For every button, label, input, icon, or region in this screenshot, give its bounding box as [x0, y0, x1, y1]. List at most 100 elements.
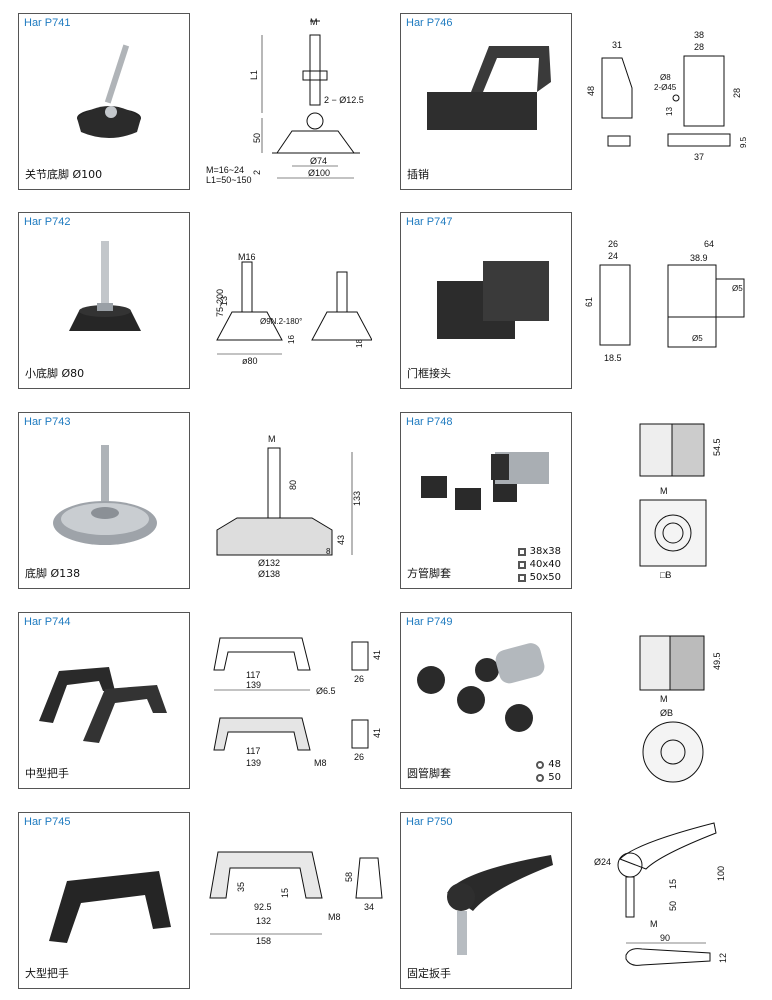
- dim-133: 133: [352, 491, 362, 506]
- dimension-drawing-p748: 54.5 M □B: [639, 423, 722, 580]
- product-name: 大型把手: [25, 967, 69, 980]
- dim-m: M: [650, 919, 658, 929]
- product-name: 插销: [407, 168, 429, 181]
- dim-15: 15: [280, 888, 290, 898]
- dim-d65: Ø6.5: [316, 686, 336, 696]
- dim-26a: 26: [354, 674, 364, 684]
- product-card-p743: Har P743 底脚 Ø138: [18, 412, 190, 589]
- dim-d100: Ø100: [308, 168, 330, 178]
- dim-15: 15: [668, 879, 678, 889]
- dim-26: 26: [608, 239, 618, 249]
- dim-139a: 139: [246, 680, 261, 690]
- size-option: 48: [536, 758, 561, 771]
- product-name: 中型把手: [25, 767, 69, 780]
- dim-2: 2: [252, 170, 262, 175]
- dim-d138: Ø138: [258, 569, 280, 579]
- product-code: Har P741: [24, 17, 71, 29]
- dim-12: 12: [718, 953, 728, 963]
- dim-58: 58: [344, 872, 354, 882]
- dim-m: M: [660, 486, 668, 496]
- note-m: M=16~24: [206, 165, 244, 175]
- dim-13: 13: [219, 296, 229, 306]
- product-photo: [49, 871, 171, 943]
- dim-545: 54.5: [712, 438, 722, 456]
- dim-35: 35: [236, 882, 246, 892]
- product-card-p741: Har P741 关节底脚 Ø100: [18, 13, 190, 190]
- dim-sq: □B: [660, 570, 671, 580]
- dim-m: M: [310, 17, 318, 27]
- dim-158: 158: [256, 936, 271, 946]
- dim-34: 34: [364, 902, 374, 912]
- dim-132: 132: [256, 916, 271, 926]
- dimension-drawing-p745: 35 15 92.5 132 158 M8 58 34: [209, 851, 383, 946]
- dim-185: 18.5: [604, 353, 622, 363]
- dimension-drawing-p741: M L1 2 − Ø12.5 50 2 Ø74 Ø100 M=16~24 L1=…: [206, 17, 364, 185]
- dim-d8: Ø8: [660, 73, 671, 82]
- dimension-drawing-p749: 49.5 M ØB: [639, 635, 722, 783]
- dim-d9: Ø9N.2-180°: [260, 317, 302, 326]
- dim-41a: 41: [372, 650, 382, 660]
- dim-28v: 28: [732, 88, 742, 98]
- product-code: Har P747: [406, 216, 453, 228]
- product-code: Har P749: [406, 616, 453, 628]
- dim-8: 8: [326, 547, 331, 556]
- dim-41b: 41: [372, 728, 382, 738]
- dimension-drawing-p743: M 80 133 43 8 Ø132 Ø138: [216, 434, 362, 579]
- dim-m8: M8: [314, 758, 327, 768]
- dim-d5b: Ø5: [692, 334, 703, 343]
- dimension-drawing-p744: 117 139 Ø6.5 41 26 117 139 M8 41 26: [213, 637, 382, 768]
- dim-80: 80: [288, 480, 298, 490]
- product-card-p750: Har P750 固定扳手: [400, 812, 572, 989]
- product-card-p747: Har P747 门框接头: [400, 212, 572, 389]
- product-code: Har P745: [24, 816, 71, 828]
- product-photo: [77, 44, 141, 138]
- product-code: Har P744: [24, 616, 71, 628]
- dim-38: 38: [694, 30, 704, 40]
- dim-m: M: [660, 694, 668, 704]
- size-option: 38x38: [517, 545, 561, 558]
- square-icon: [517, 547, 526, 556]
- dim-64: 64: [704, 239, 714, 249]
- dim-28: 28: [694, 42, 704, 52]
- size-option: 50: [536, 771, 561, 784]
- size-option: 50x50: [517, 571, 561, 584]
- dim-117b: 117: [246, 746, 260, 756]
- dim-d74: Ø74: [310, 156, 327, 166]
- dimension-drawing-p750: Ø24 15 50 100 M 90 12: [594, 822, 728, 966]
- dim-13: 13: [665, 107, 674, 116]
- dim-hole: 2-Ø45: [654, 83, 677, 92]
- product-card-p748: Har P748 方管脚套 38x38 40x40 50x50: [400, 412, 572, 589]
- product-photo: [421, 452, 549, 510]
- product-photo: [69, 241, 141, 331]
- dim-50: 50: [252, 133, 262, 143]
- product-name: 圆管脚套: [407, 767, 451, 780]
- product-photo: [427, 46, 551, 130]
- size-list: 38x38 40x40 50x50: [517, 545, 561, 584]
- dim-389: 38.9: [690, 253, 708, 263]
- dim-117a: 117: [246, 670, 260, 680]
- product-code: Har P743: [24, 416, 71, 428]
- product-name: 关节底脚 Ø100: [25, 168, 103, 181]
- dim-139b: 139: [246, 758, 261, 768]
- dim-d24: Ø24: [594, 857, 611, 867]
- product-photo: [437, 261, 549, 339]
- dim-61: 61: [584, 297, 594, 307]
- product-card-p742: Har P742 小底脚 Ø80: [18, 212, 190, 389]
- dim-l1: L1: [249, 70, 259, 80]
- dim-d: ØB: [660, 708, 673, 718]
- dim-100: 100: [716, 866, 726, 881]
- product-code: Har P748: [406, 416, 453, 428]
- dim-d5a: Ø5: [732, 284, 743, 293]
- dim-50: 50: [668, 901, 678, 911]
- dim-26b: 26: [354, 752, 364, 762]
- dim-d132: Ø132: [258, 558, 280, 568]
- circle-icon: [536, 773, 545, 782]
- dim-495: 49.5: [712, 652, 722, 670]
- dim-m8: M8: [328, 912, 341, 922]
- product-card-p746: Har P746 插销: [400, 13, 572, 190]
- dim-31: 31: [612, 40, 622, 50]
- dim-95: 9.5: [739, 136, 748, 148]
- dim-24: 24: [608, 251, 618, 261]
- dim-48: 48: [586, 86, 596, 96]
- product-code: Har P746: [406, 17, 453, 29]
